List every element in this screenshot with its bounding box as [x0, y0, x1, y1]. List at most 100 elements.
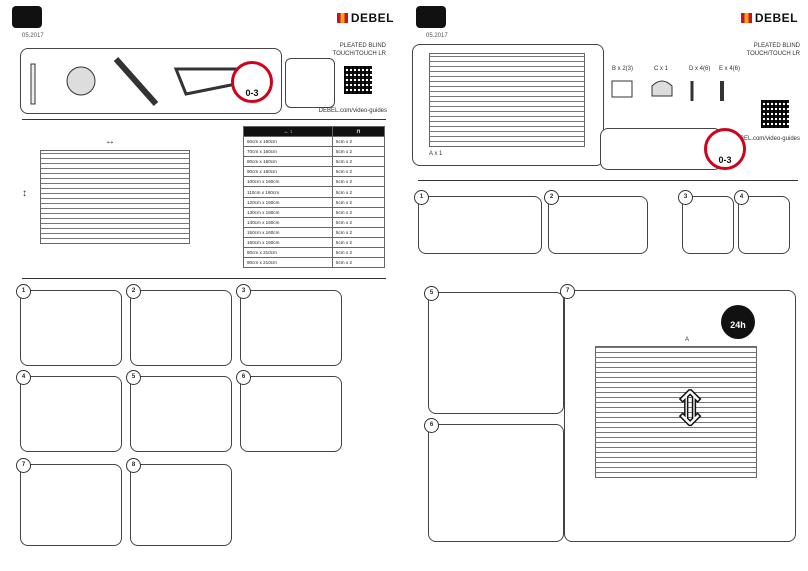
bracket-cell: 5cm x 2 — [331, 156, 386, 168]
size-cell: 160cm x 160cm — [243, 236, 333, 249]
divider — [418, 180, 798, 181]
bracket-cell: 5cm x 2 — [331, 135, 386, 148]
screwdriver-icon — [12, 6, 42, 28]
brand-logo: DEBEL — [337, 11, 394, 25]
age-warning-icon: 0-3 — [704, 128, 746, 170]
size-cell: 130cm x 160cm — [243, 206, 333, 218]
step-number: 6 — [424, 418, 439, 433]
label-a: A — [685, 337, 690, 343]
bracket-cell: 5cm x 2 — [331, 146, 386, 158]
step-panel — [20, 376, 122, 452]
left-header: DEBEL — [12, 6, 394, 32]
age-warning-icon: 0-3 — [231, 61, 273, 103]
size-cell: 100cm x 160cm — [243, 176, 333, 188]
part-b-label: B x 2(3) — [612, 66, 634, 72]
bracket-cell: 5cm x 2 — [331, 216, 386, 228]
step-number: 6 — [236, 370, 251, 385]
divider — [22, 278, 386, 279]
step-number: 7 — [560, 284, 575, 299]
product-subtitle: TOUCH/TOUCH LR — [746, 51, 800, 57]
step-number: 1 — [414, 190, 429, 205]
step-panel — [428, 292, 564, 414]
product-title: PLEATED BLIND — [339, 43, 386, 49]
product-subtitle: TOUCH/TOUCH LR — [332, 51, 386, 57]
step-panel — [130, 376, 232, 452]
blind-illustration — [429, 53, 585, 147]
blind-illustration — [40, 150, 190, 244]
bracket-cell: 5cm x 2 — [331, 166, 386, 178]
blind-panel: A x 1 — [412, 44, 604, 166]
step-number: 3 — [678, 190, 693, 205]
brand-logo: DEBEL — [741, 11, 798, 25]
size-cell: 70cm x 160cm — [243, 146, 333, 158]
size-cell: 80cm x 210cm — [243, 247, 333, 259]
step-panel — [428, 424, 564, 542]
step-number: 1 — [16, 284, 31, 299]
table-header-bracket: ⊓ — [331, 126, 386, 137]
step-7-panel: A 24h ⇕ — [564, 290, 796, 542]
step-number: 2 — [544, 190, 559, 205]
step-panel — [418, 196, 542, 254]
step-panel — [130, 290, 232, 366]
bracket-cell: 5cm x 2 — [331, 196, 386, 208]
bracket-cell: 5cm x 2 — [331, 186, 386, 198]
part-e-label: E x 4(6) — [719, 66, 741, 72]
screwdriver-icon — [416, 6, 446, 28]
parts-icon — [611, 80, 724, 101]
size-cell: 120cm x 160cm — [243, 196, 333, 208]
step-panel — [738, 196, 790, 254]
bracket-cell: 5cm x 2 — [331, 176, 386, 188]
step-number: 7 — [16, 458, 31, 473]
video-link[interactable]: DEBEL.com/video-guides — [731, 136, 800, 142]
size-cell: 90cm x 160cm — [243, 166, 333, 178]
blind-illustration — [595, 346, 757, 478]
height-arrow-icon: ↕ — [22, 188, 27, 199]
width-arrow-icon: ↔ — [105, 136, 115, 147]
step-number: 4 — [16, 370, 31, 385]
step-panel — [130, 464, 232, 546]
video-link[interactable]: DEBEL.com/video-guides — [318, 108, 387, 114]
right-header: DEBEL — [416, 6, 798, 32]
date-label: 05.2017 — [22, 33, 44, 39]
step-panel — [240, 290, 342, 366]
qr-code-icon — [761, 100, 789, 128]
step-number: 8 — [126, 458, 141, 473]
bracket-cell: 5cm x 2 — [331, 236, 386, 249]
part-d-label: D x 4(6) — [689, 66, 711, 72]
clock-24h-icon: 24h — [721, 305, 755, 339]
step-panel — [20, 290, 122, 366]
qr-code-icon — [344, 66, 372, 94]
size-cell: 150cm x 160cm — [243, 226, 333, 238]
size-cell: 110cm x 160cm — [243, 186, 333, 198]
size-cell: 140cm x 160cm — [243, 216, 333, 228]
step-number: 2 — [126, 284, 141, 299]
step-panel — [548, 196, 648, 254]
saw-icon — [285, 58, 335, 108]
date-label: 05.2017 — [426, 33, 448, 39]
step-number: 3 — [236, 284, 251, 299]
step-panel — [682, 196, 734, 254]
step-number: 5 — [424, 286, 439, 301]
tools-panel: 0-3 — [20, 48, 282, 114]
step-number: 5 — [126, 370, 141, 385]
left-page: DEBEL 05.2017 0-3 PLEATED BLIND TOUCH/TO… — [0, 0, 404, 571]
step-panel — [240, 376, 342, 452]
blind-label: A x 1 — [429, 151, 443, 157]
bracket-cell: 5cm x 2 — [331, 226, 386, 238]
part-c-label: C x 1 — [654, 66, 669, 72]
step-number: 4 — [734, 190, 749, 205]
size-cell: 90cm x 210cm — [243, 257, 333, 269]
right-page: DEBEL 05.2017 A x 1 B x 2(3) C x 1 D x 4… — [404, 0, 808, 571]
